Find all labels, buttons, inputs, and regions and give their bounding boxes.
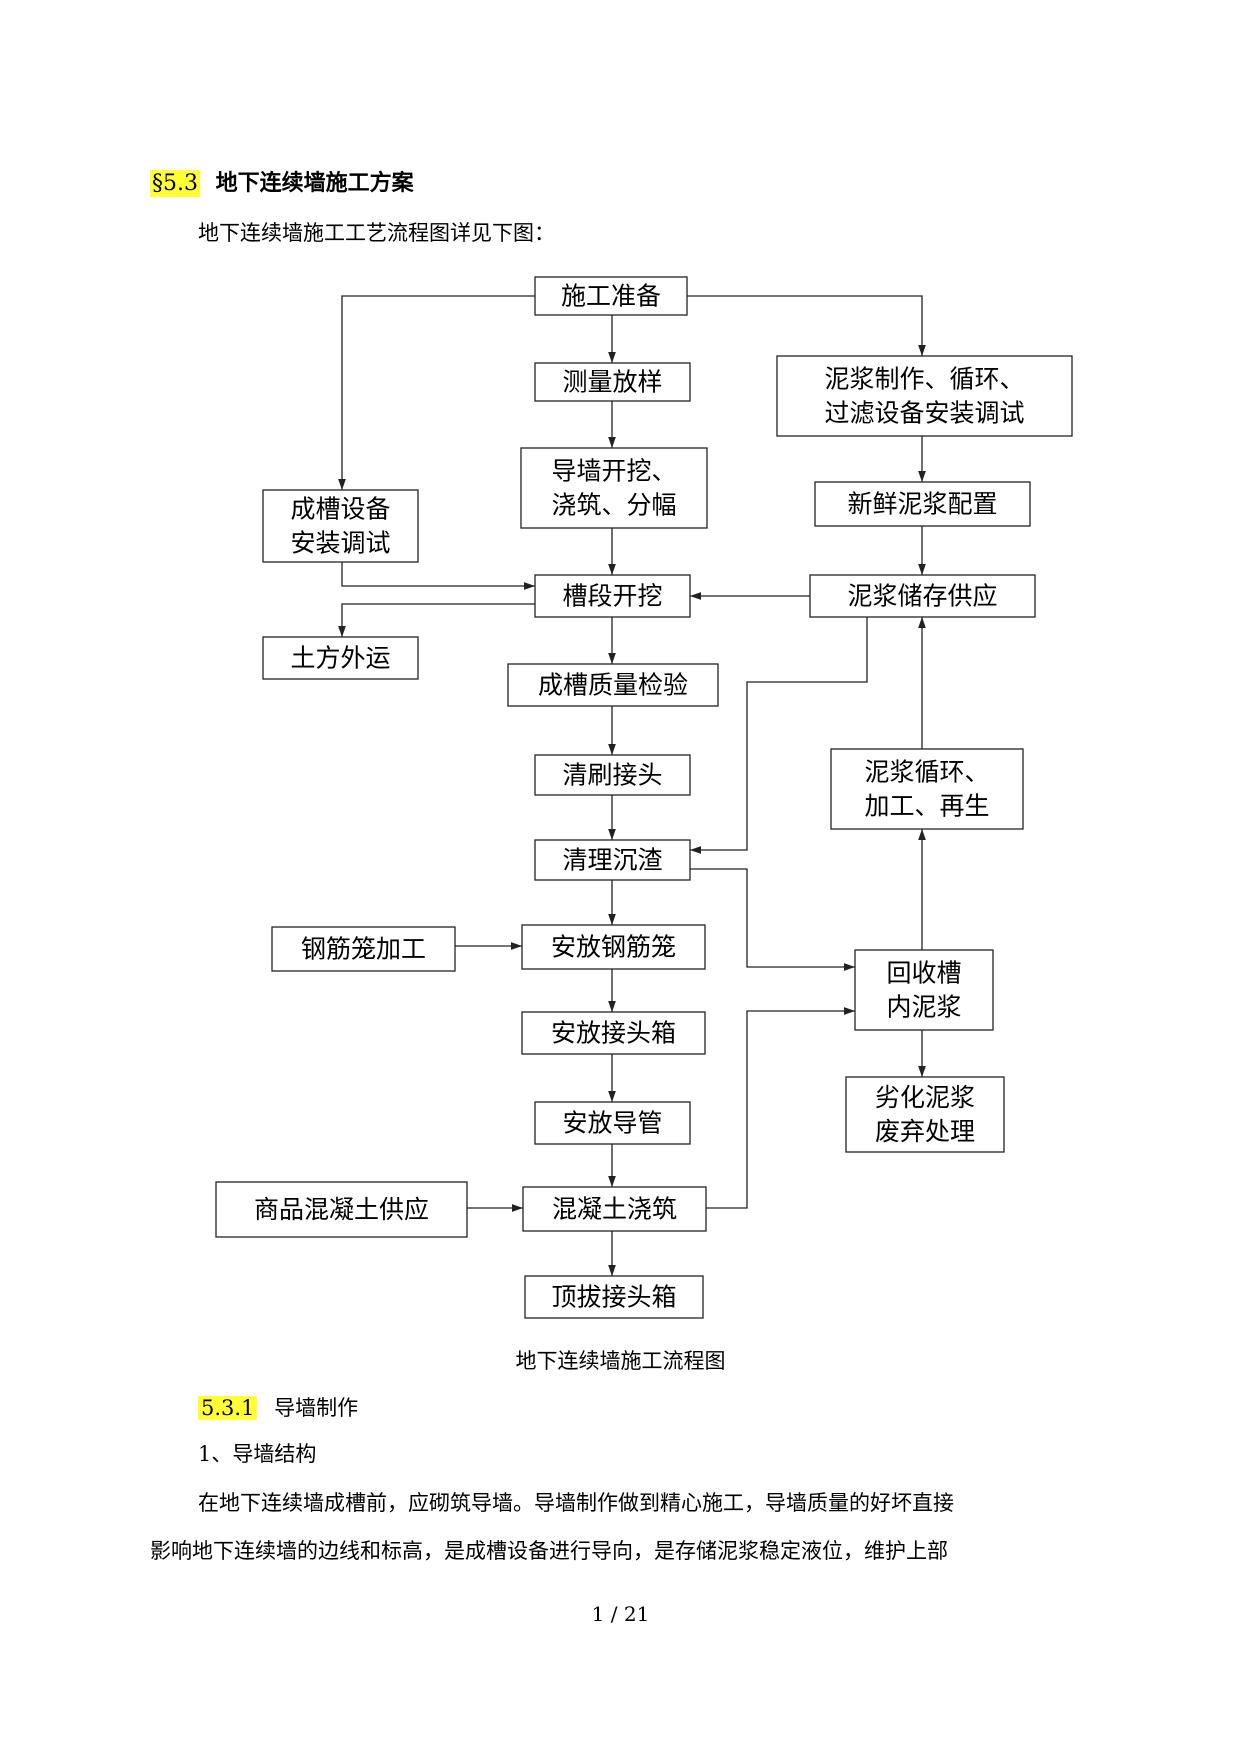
- section-title: 地下连续墙施工方案: [215, 170, 414, 196]
- flow-node-label: 劣化泥浆: [875, 1083, 975, 1112]
- flow-node-box: [814, 481, 1031, 527]
- section-number: §5.3: [150, 170, 200, 197]
- figure-caption: 地下连续墙施工流程图: [515, 1349, 726, 1373]
- flow-node-rebar-process: 钢筋笼加工: [271, 926, 456, 972]
- flow-node-slurry-equip: 泥浆制作、循环、过滤设备安装调试: [776, 355, 1073, 437]
- flow-node-fresh-slurry: 新鲜泥浆配置: [814, 481, 1031, 527]
- flow-node-box: [534, 754, 691, 796]
- flow-node-label: 土方外运: [290, 644, 390, 673]
- flow-node-concrete-supply: 商品混凝土供应: [215, 1181, 468, 1238]
- flow-node-box: [521, 1011, 706, 1055]
- arrow-prep-to-trench-equip: [338, 295, 535, 490]
- flow-node-place-joint-box: 安放接头箱: [521, 1011, 706, 1055]
- flow-node-box: [521, 924, 706, 970]
- flow-node-box: [520, 447, 708, 529]
- arrow-prep-to-slurry-equip: [687, 295, 926, 356]
- flow-node-box: [534, 574, 691, 618]
- flow-node-slurry-storage: 泥浆储存供应: [809, 574, 1036, 618]
- flow-node-label: 商品混凝土供应: [254, 1195, 429, 1224]
- flow-node-box: [534, 839, 691, 881]
- flow-node-label: 成槽设备: [290, 495, 390, 524]
- subsection-heading: 5.3.1 导墙制作: [198, 1393, 358, 1423]
- flow-node-concrete-pour: 混凝土浇筑: [522, 1186, 707, 1232]
- flow-node-label: 混凝土浇筑: [552, 1195, 677, 1224]
- flow-node-box: [215, 1181, 468, 1238]
- flow-node-label: 新鲜泥浆配置: [847, 490, 997, 519]
- flow-node-label: 施工准备: [561, 282, 661, 311]
- section-heading: §5.3 地下连续墙施工方案: [150, 168, 414, 199]
- flow-node-label: 废弃处理: [875, 1117, 975, 1146]
- flowchart-connectors: [338, 295, 926, 1276]
- flow-node-place-tremie: 安放导管: [534, 1101, 691, 1145]
- flow-node-box: [522, 1186, 707, 1232]
- flow-node-label: 安放钢筋笼: [551, 933, 676, 962]
- flow-node-label: 泥浆制作、循环、: [824, 365, 1024, 394]
- flow-node-box: [262, 489, 419, 563]
- flow-node-box: [262, 636, 419, 680]
- flow-node-excavate: 槽段开挖: [534, 574, 691, 618]
- body-text-line-2: 影响地下连续墙的边线和标高，是成槽设备进行导向，是存储泥浆稳定液位，维护上部: [150, 1539, 948, 1563]
- subsection-number: 5.3.1: [198, 1396, 258, 1420]
- flow-node-box: [271, 926, 456, 972]
- flow-node-label: 测量放样: [562, 368, 662, 397]
- flow-node-earth-out: 土方外运: [262, 636, 419, 680]
- flow-node-prep: 施工准备: [534, 276, 688, 316]
- page-number: 1 / 21: [591, 1602, 650, 1626]
- flow-node-label: 过滤设备安装调试: [824, 399, 1024, 428]
- flow-node-box: [809, 574, 1036, 618]
- flow-node-place-rebar: 安放钢筋笼: [521, 924, 706, 970]
- flow-node-label: 成槽质量检验: [538, 671, 688, 700]
- flow-node-guide-wall: 导墙开挖、浇筑、分幅: [520, 447, 708, 529]
- flow-node-label: 清理沉渣: [562, 846, 662, 875]
- body-text-line-1: 在地下连续墙成槽前，应砌筑导墙。导墙制作做到精心施工，导墙质量的好坏直接: [198, 1491, 954, 1515]
- list-item-1: 1、导墙结构: [198, 1442, 317, 1466]
- flow-node-label: 泥浆循环、: [864, 758, 989, 787]
- flow-node-box: [830, 748, 1024, 830]
- flow-node-box: [534, 276, 688, 316]
- arrow-clear-to-recovery: [690, 868, 855, 971]
- flow-node-box: [534, 1101, 691, 1145]
- flow-node-label: 加工、再生: [864, 792, 989, 821]
- flow-node-label: 泥浆储存供应: [847, 582, 997, 611]
- subsection-title: 导墙制作: [274, 1396, 359, 1420]
- arrow-pour-to-recovery: [706, 1007, 855, 1209]
- flow-node-box: [524, 1275, 704, 1319]
- arrow-excavate-to-earth-out: [338, 603, 535, 637]
- flow-node-box: [845, 1076, 1005, 1153]
- flow-node-label: 清刷接头: [562, 761, 662, 790]
- flow-node-label: 安放接头箱: [551, 1019, 676, 1048]
- flow-node-box: [854, 949, 994, 1031]
- flow-node-box: [507, 663, 719, 707]
- flow-node-label: 槽段开挖: [562, 582, 662, 611]
- intro-text: 地下连续墙施工工艺流程图详见下图：: [198, 221, 555, 245]
- arrow-storage-to-clear: [690, 617, 868, 854]
- flow-node-label: 安放导管: [562, 1109, 662, 1138]
- flow-node-box: [534, 362, 691, 402]
- flow-node-label: 顶拔接头箱: [551, 1283, 676, 1312]
- flow-node-label: 浇筑、分幅: [551, 491, 676, 520]
- flow-node-slurry-recycle: 泥浆循环、加工、再生: [830, 748, 1024, 830]
- flow-node-label: 导墙开挖、: [551, 457, 676, 486]
- flowchart-nodes: 施工准备测量放样泥浆制作、循环、过滤设备安装调试导墙开挖、浇筑、分幅新鲜泥浆配置…: [215, 276, 1073, 1319]
- flow-node-label: 安装调试: [290, 529, 390, 558]
- flow-node-survey: 测量放样: [534, 362, 691, 402]
- flow-node-label: 内泥浆: [886, 993, 961, 1022]
- flow-node-trench-check: 成槽质量检验: [507, 663, 719, 707]
- flow-node-label: 回收槽: [886, 959, 961, 988]
- flow-node-box: [776, 355, 1073, 437]
- flow-node-label: 钢筋笼加工: [301, 935, 426, 964]
- arrow-trench-equip-to-excavate: [341, 562, 535, 590]
- flow-node-clear-sediment: 清理沉渣: [534, 839, 691, 881]
- flow-node-brush-joint: 清刷接头: [534, 754, 691, 796]
- flow-node-pull-joint-box: 顶拔接头箱: [524, 1275, 704, 1319]
